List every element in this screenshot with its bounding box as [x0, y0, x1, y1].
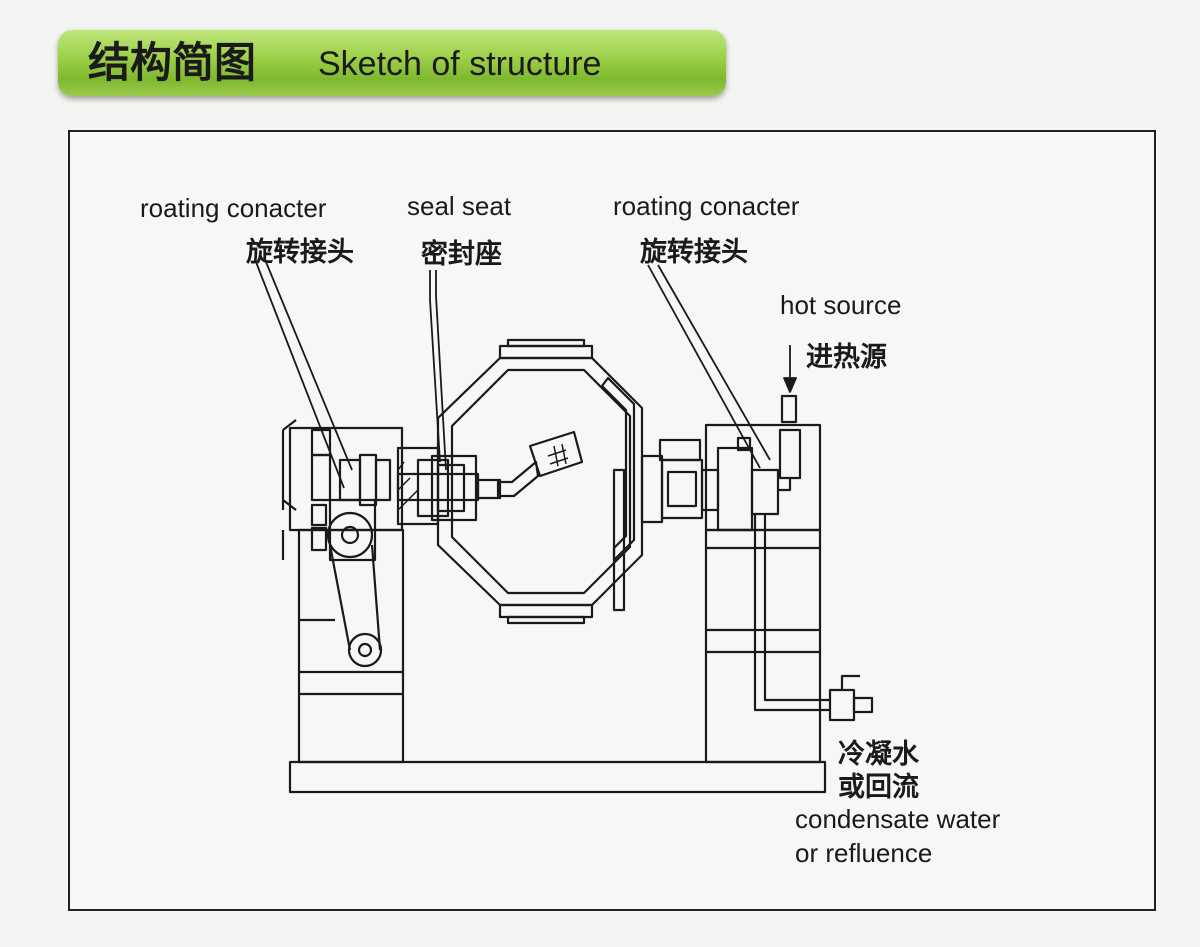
drum	[436, 338, 644, 625]
label-hot-en: hot source	[780, 290, 902, 320]
leader-lines	[255, 261, 797, 489]
title-cn: 结构简图	[88, 38, 257, 87]
right-rotary-joint	[640, 394, 874, 722]
label-condensate-cn-2: 或回流	[838, 772, 919, 803]
inner-filter	[496, 430, 584, 498]
title-en: Sketch of structure	[318, 45, 602, 83]
label-seal-cn: 密封座	[421, 239, 502, 270]
label-seal-en: seal seat	[407, 191, 512, 221]
label-condensate-en-2: or refluence	[795, 838, 933, 868]
label-rotating-left-en: roating conacter	[140, 193, 327, 223]
right-support	[704, 423, 822, 764]
diagram-frame	[68, 130, 1156, 911]
left-seal-seat	[396, 446, 478, 526]
label-rotating-left-cn: 旋转接头	[246, 237, 354, 268]
left-support	[288, 426, 405, 764]
label-rotating-right-cn: 旋转接头	[640, 237, 748, 268]
label-condensate-cn-1: 冷凝水	[838, 739, 919, 770]
header-bar	[58, 30, 726, 96]
label-hot-cn: 进热源	[806, 342, 887, 373]
base-plate	[288, 760, 827, 794]
left-rotary-joint	[281, 419, 502, 668]
label-condensate-en-1: condensate water	[795, 804, 1001, 834]
label-rotating-right-en: roating conacter	[613, 191, 800, 221]
